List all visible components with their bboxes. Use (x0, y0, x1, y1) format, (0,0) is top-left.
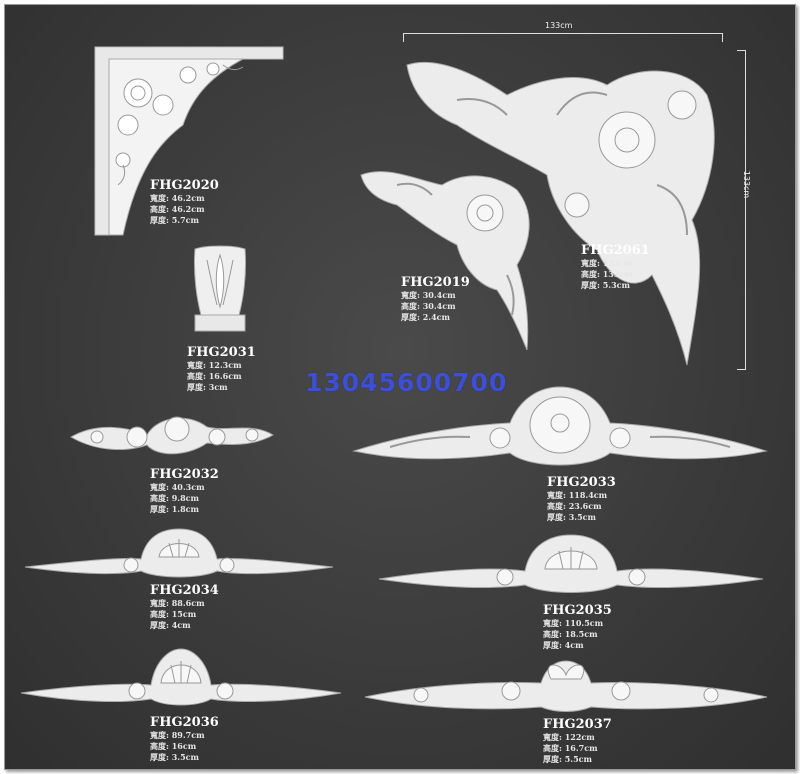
product-width: 寬度: 30.4cm (401, 290, 456, 300)
product-depth: 厚度: 5.3cm (581, 280, 630, 290)
product-depth: 厚度: 5.7cm (150, 215, 199, 225)
product-depth: 厚度: 2.4cm (401, 312, 450, 322)
product-code: FHG2061 (581, 243, 650, 258)
product-height: 高度: 30.4cm (401, 301, 456, 311)
product-height: 高度: 133cm (581, 269, 633, 279)
height-dimension-label: 133cm (742, 170, 752, 199)
product-fhg2033: FHG2033 寬度: 118.4cm 高度: 23.6cm 厚度: 3.5cm (547, 475, 616, 523)
product-fhg2036: FHG2036 寬度: 89.7cm 高度: 16cm 厚度: 3.5cm (150, 715, 219, 763)
product-width: 寬度: 12.3cm (187, 360, 242, 370)
fhg2019-ornament-image (360, 171, 530, 351)
product-width: 寬度: 118.4cm (547, 490, 608, 500)
product-height: 高度: 9.8cm (150, 493, 199, 503)
fhg2031-ornament-image (193, 245, 247, 332)
product-fhg2019: FHG2019 寬度: 30.4cm 高度: 30.4cm 厚度: 2.4cm (401, 275, 470, 323)
product-depth: 厚度: 3.5cm (150, 752, 199, 762)
product-fhg2061: FHG2061 寬度: 133cm 高度: 133cm 厚度: 5.3cm (581, 243, 650, 291)
contact-phone-number: 13045600700 (305, 368, 508, 397)
product-fhg2032: FHG2032 寬度: 40.3cm 高度: 9.8cm 厚度: 1.8cm (150, 467, 219, 515)
product-width: 寬度: 88.6cm (150, 598, 205, 608)
fhg2032-ornament-image (69, 416, 274, 455)
fhg2020-ornament-image (94, 46, 284, 236)
product-depth: 厚度: 3.5cm (547, 512, 596, 522)
product-height: 高度: 16cm (150, 741, 197, 751)
product-depth: 厚度: 3cm (187, 382, 228, 392)
product-fhg2031: FHG2031 寬度: 12.3cm 高度: 16.6cm 厚度: 3cm (187, 345, 256, 393)
fhg2035-ornament-image (378, 534, 764, 593)
product-width: 寬度: 133cm (581, 258, 633, 268)
product-depth: 厚度: 4cm (543, 640, 584, 650)
product-height: 高度: 23.6cm (547, 501, 602, 511)
product-width: 寬度: 89.7cm (150, 730, 205, 740)
product-code: FHG2036 (150, 715, 219, 730)
product-depth: 厚度: 4cm (150, 620, 191, 630)
fhg2036-ornament-image (20, 648, 342, 706)
product-code: FHG2037 (543, 717, 612, 732)
product-height: 高度: 16.7cm (543, 743, 598, 753)
width-dimension-label: 133cm (545, 21, 573, 30)
product-fhg2034: FHG2034 寬度: 88.6cm 高度: 15cm 厚度: 4cm (150, 583, 219, 631)
product-height: 高度: 46.2cm (150, 204, 205, 214)
product-fhg2035: FHG2035 寬度: 110.5cm 高度: 18.5cm 厚度: 4cm (543, 603, 612, 651)
fhg2037-ornament-image (364, 660, 768, 712)
product-code: FHG2031 (187, 345, 256, 360)
product-code: FHG2033 (547, 475, 616, 490)
product-fhg2037: FHG2037 寬度: 122cm 高度: 16.7cm 厚度: 5.5cm (543, 717, 612, 765)
catalog-panel: FHG2020 寬度: 46.2cm 高度: 46.2cm 厚度: 5.7cm … (4, 4, 796, 770)
product-width: 寬度: 40.3cm (150, 482, 205, 492)
height-dimension-line (737, 50, 746, 370)
fhg2034-ornament-image (24, 528, 334, 578)
product-code: FHG2019 (401, 275, 470, 290)
product-height: 高度: 18.5cm (543, 629, 598, 639)
product-width: 寬度: 110.5cm (543, 618, 604, 628)
product-depth: 厚度: 1.8cm (150, 504, 199, 514)
product-width: 寬度: 46.2cm (150, 193, 205, 203)
fhg2033-ornament-image (352, 386, 768, 466)
product-fhg2020: FHG2020 寬度: 46.2cm 高度: 46.2cm 厚度: 5.7cm (150, 178, 219, 226)
product-code: FHG2032 (150, 467, 219, 482)
width-dimension-line (403, 33, 723, 42)
fhg2061-ornament-image (406, 61, 715, 366)
product-height: 高度: 15cm (150, 609, 197, 619)
product-width: 寬度: 122cm (543, 732, 595, 742)
product-code: FHG2034 (150, 583, 219, 598)
product-height: 高度: 16.6cm (187, 371, 242, 381)
product-code: FHG2035 (543, 603, 612, 618)
product-code: FHG2020 (150, 178, 219, 193)
product-depth: 厚度: 5.5cm (543, 754, 592, 764)
